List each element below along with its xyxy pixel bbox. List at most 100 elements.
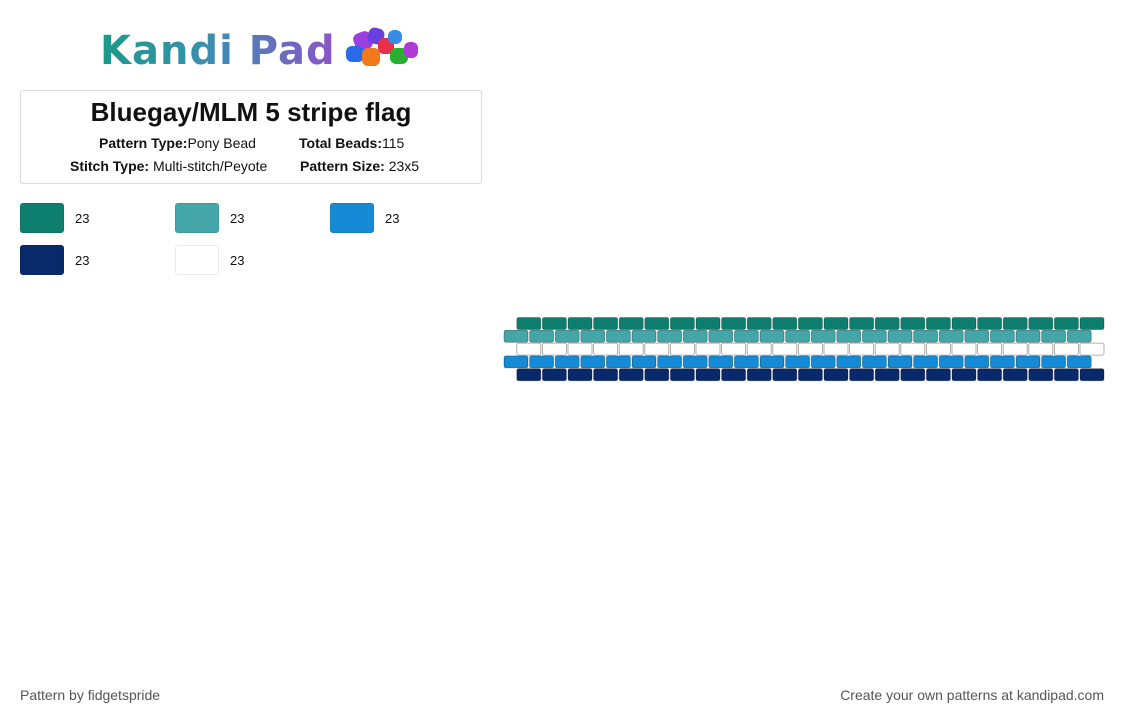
bead [810, 355, 836, 369]
bead [503, 355, 529, 369]
bead [977, 317, 1003, 330]
bead [733, 355, 759, 369]
bead [951, 342, 977, 356]
bead [1028, 368, 1054, 382]
swatch-count: 23 [75, 252, 90, 268]
bead [733, 329, 759, 343]
bead [913, 329, 939, 343]
bead [695, 342, 721, 356]
bead [1028, 317, 1054, 330]
pattern-size: Pattern Size: 23x5 [300, 158, 419, 174]
bead [1054, 368, 1079, 382]
bead [593, 342, 618, 356]
bead-pattern-grid [503, 317, 1105, 382]
pattern-type-label: Pattern Type: [99, 135, 188, 151]
bead [887, 329, 913, 343]
bead [810, 329, 836, 343]
bead [529, 355, 555, 369]
bead [721, 317, 747, 330]
bead [772, 368, 798, 382]
bead [772, 317, 798, 330]
bead [977, 342, 1003, 356]
bead [874, 317, 900, 330]
bead [682, 329, 708, 343]
bead [951, 368, 977, 382]
bead [772, 342, 798, 356]
bead [785, 355, 811, 369]
bead [1015, 355, 1041, 369]
color-swatch[interactable]: 23 [175, 203, 244, 233]
bead [682, 355, 708, 369]
color-swatch[interactable]: 23 [20, 203, 89, 233]
bead [567, 317, 593, 330]
bead [618, 342, 644, 356]
bead [1079, 317, 1105, 330]
bead [989, 355, 1015, 369]
swatch-color-box [20, 245, 64, 275]
bead [1002, 342, 1028, 356]
bead [874, 342, 900, 356]
bead [797, 317, 823, 330]
bead [542, 342, 567, 356]
bead [1002, 368, 1028, 382]
swatch-color-box [330, 203, 374, 233]
bead [1041, 329, 1066, 343]
bead [797, 368, 823, 382]
kandipad-promo-link[interactable]: Create your own patterns at kandipad.com [840, 687, 1104, 703]
bead [631, 355, 657, 369]
bead [823, 317, 849, 330]
bead [580, 329, 606, 343]
bead [516, 317, 542, 330]
bead [708, 329, 734, 343]
bead [1066, 329, 1092, 343]
bead [695, 317, 721, 330]
bead [542, 368, 567, 382]
stitch-type-label: Stitch Type: [70, 158, 150, 174]
bead [554, 355, 580, 369]
bead [823, 342, 849, 356]
bead [874, 368, 900, 382]
bead [695, 368, 721, 382]
kandi-pad-logo[interactable]: Kandi Pad [100, 26, 424, 76]
bead [516, 342, 542, 356]
bead [580, 355, 606, 369]
bead [951, 317, 977, 330]
bead [900, 368, 926, 382]
bead [746, 342, 772, 356]
color-swatch[interactable]: 23 [20, 245, 89, 275]
pattern-credit: Pattern by fidgetspride [20, 687, 161, 703]
bead [1041, 355, 1066, 369]
bead [644, 317, 670, 330]
bead [925, 342, 951, 356]
bead [823, 368, 849, 382]
swatch-count: 23 [230, 210, 245, 226]
bead [1054, 317, 1079, 330]
bead [1054, 342, 1079, 356]
bead [925, 317, 951, 330]
bead [542, 317, 567, 330]
bead [964, 355, 990, 369]
bead [1015, 329, 1041, 343]
bead [529, 329, 555, 343]
pattern-type: Pattern Type:Pony Bead [99, 135, 256, 151]
bead [900, 317, 926, 330]
pattern-type-value: Pony Bead [187, 135, 256, 151]
bead [618, 368, 644, 382]
bead [836, 355, 862, 369]
color-swatch[interactable]: 23 [330, 203, 399, 233]
bead [644, 342, 670, 356]
color-swatch[interactable]: 23 [175, 245, 244, 275]
bead [759, 355, 785, 369]
total-beads-label: Total Beads: [299, 135, 382, 151]
pattern-size-value: 23x5 [388, 158, 420, 174]
bead [606, 355, 631, 369]
stitch-type: Stitch Type: Multi-stitch/Peyote [70, 158, 267, 174]
bead [887, 355, 913, 369]
bead [925, 368, 951, 382]
logo-text: Kandi Pad [100, 28, 336, 74]
bead [516, 368, 542, 382]
pattern-title: Bluegay/MLM 5 stripe flag [90, 97, 412, 127]
bead [708, 355, 734, 369]
bead [644, 368, 670, 382]
bead [913, 355, 939, 369]
